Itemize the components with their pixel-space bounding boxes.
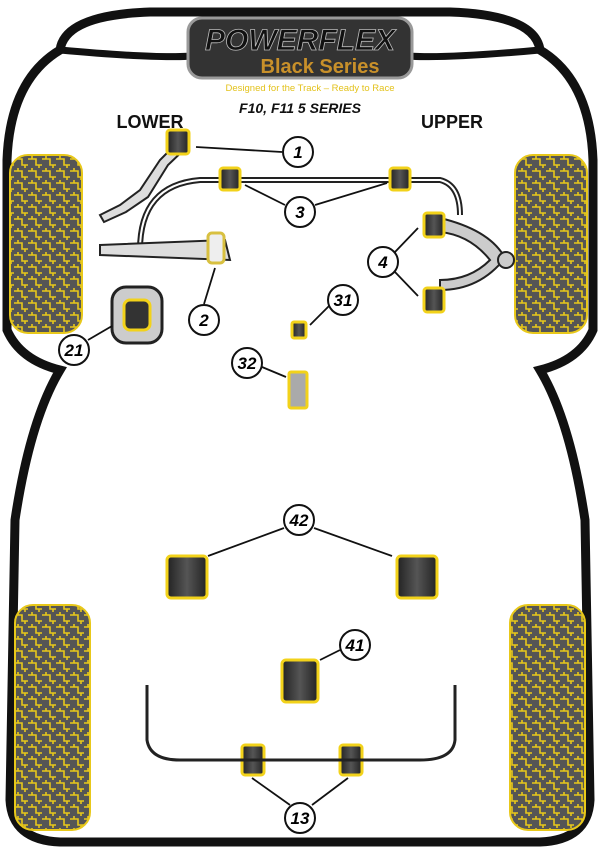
powerflex-logo: POWERFLEX Black Series bbox=[186, 16, 414, 80]
callout-21: 21 bbox=[58, 334, 90, 366]
label-lower: LOWER bbox=[117, 112, 184, 132]
tyre-front-left bbox=[9, 154, 83, 334]
svg-text:POWERFLEX: POWERFLEX bbox=[205, 24, 397, 57]
callout-13: 13 bbox=[284, 802, 316, 834]
tension-strut bbox=[98, 138, 190, 224]
callout-31: 31 bbox=[327, 284, 359, 316]
upper-wishbone bbox=[439, 216, 507, 292]
callout-arrows bbox=[87, 146, 419, 806]
callout-4: 4 bbox=[367, 246, 399, 278]
tagline: Designed for the Track – Ready to Race bbox=[226, 83, 395, 94]
svg-text:21: 21 bbox=[64, 341, 84, 360]
tyre-rear-right bbox=[509, 604, 586, 831]
engine-mount bbox=[110, 285, 164, 345]
svg-text:31: 31 bbox=[334, 291, 353, 310]
svg-text:42: 42 bbox=[289, 511, 309, 530]
rear-anti-roll-bar bbox=[145, 685, 457, 762]
callout-2: 2 bbox=[188, 304, 220, 336]
svg-text:4: 4 bbox=[377, 253, 388, 272]
svg-text:13: 13 bbox=[291, 809, 310, 828]
model-title: F10, F11 5 SERIES bbox=[239, 100, 362, 116]
label-upper: UPPER bbox=[421, 112, 483, 132]
callout-42: 42 bbox=[283, 504, 315, 536]
callout-3: 3 bbox=[284, 196, 316, 228]
car-outline bbox=[2, 7, 598, 847]
tyre-front-right bbox=[514, 154, 588, 334]
svg-text:2: 2 bbox=[198, 311, 209, 330]
svg-text:32: 32 bbox=[238, 354, 257, 373]
tyre-rear-left bbox=[14, 604, 91, 831]
svg-text:41: 41 bbox=[345, 636, 365, 655]
callout-41: 41 bbox=[339, 629, 371, 661]
callout-32: 32 bbox=[231, 347, 263, 379]
svg-text:3: 3 bbox=[295, 203, 305, 222]
svg-text:Black Series: Black Series bbox=[261, 56, 380, 78]
lower-arm bbox=[99, 238, 232, 262]
svg-text:1: 1 bbox=[293, 143, 302, 162]
callout-1: 1 bbox=[282, 136, 314, 168]
